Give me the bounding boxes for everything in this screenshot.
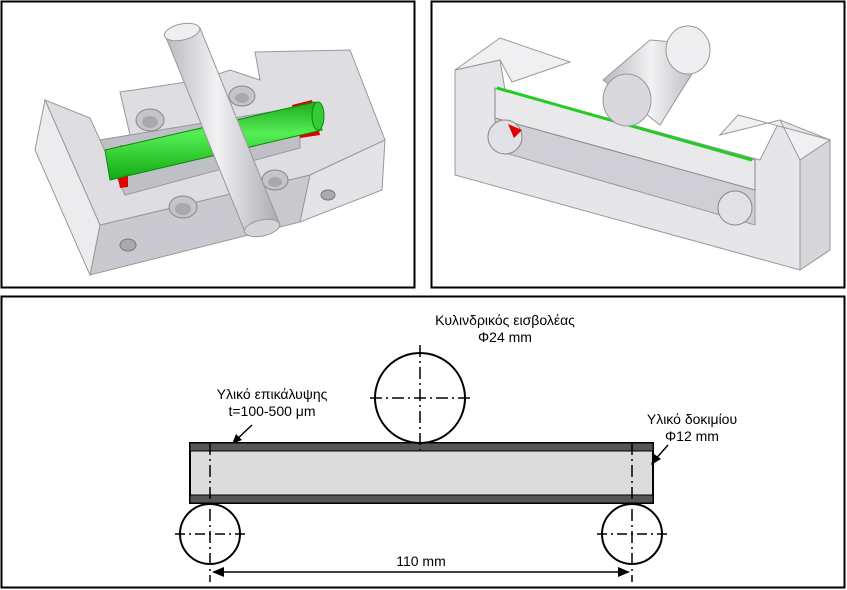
panel-top-left bbox=[0, 0, 416, 289]
indenter-name-label: Κυλινδρικός εισβολέας bbox=[435, 312, 575, 328]
support-roller-right bbox=[717, 190, 753, 226]
panel-bottom: Κυλινδρικός εισβολέας Φ24 mm Υλικό επικά… bbox=[0, 295, 846, 589]
coating-layer bbox=[189, 442, 654, 452]
specimen-size-label: Φ12 mm bbox=[665, 428, 719, 444]
bottom-layer bbox=[189, 494, 654, 504]
fixture-hole-5 bbox=[119, 238, 137, 252]
support-roller-left bbox=[487, 119, 523, 155]
coating-thickness-label: t=100-500 μm bbox=[228, 403, 315, 419]
fixture-right-face bbox=[299, 139, 386, 223]
red-marker bbox=[508, 124, 522, 138]
coating-name-label: Υλικό επικάλυψης bbox=[217, 386, 328, 402]
span-label: 110 mm bbox=[396, 553, 446, 569]
indenter-size-label: Φ24 mm bbox=[478, 329, 532, 345]
specimen-name-label: Υλικό δοκιμίου bbox=[647, 411, 737, 427]
beam bbox=[189, 442, 654, 504]
panel-top-right bbox=[430, 0, 846, 289]
fixture-hole-6 bbox=[320, 189, 336, 201]
fixture-left-face bbox=[34, 98, 101, 277]
